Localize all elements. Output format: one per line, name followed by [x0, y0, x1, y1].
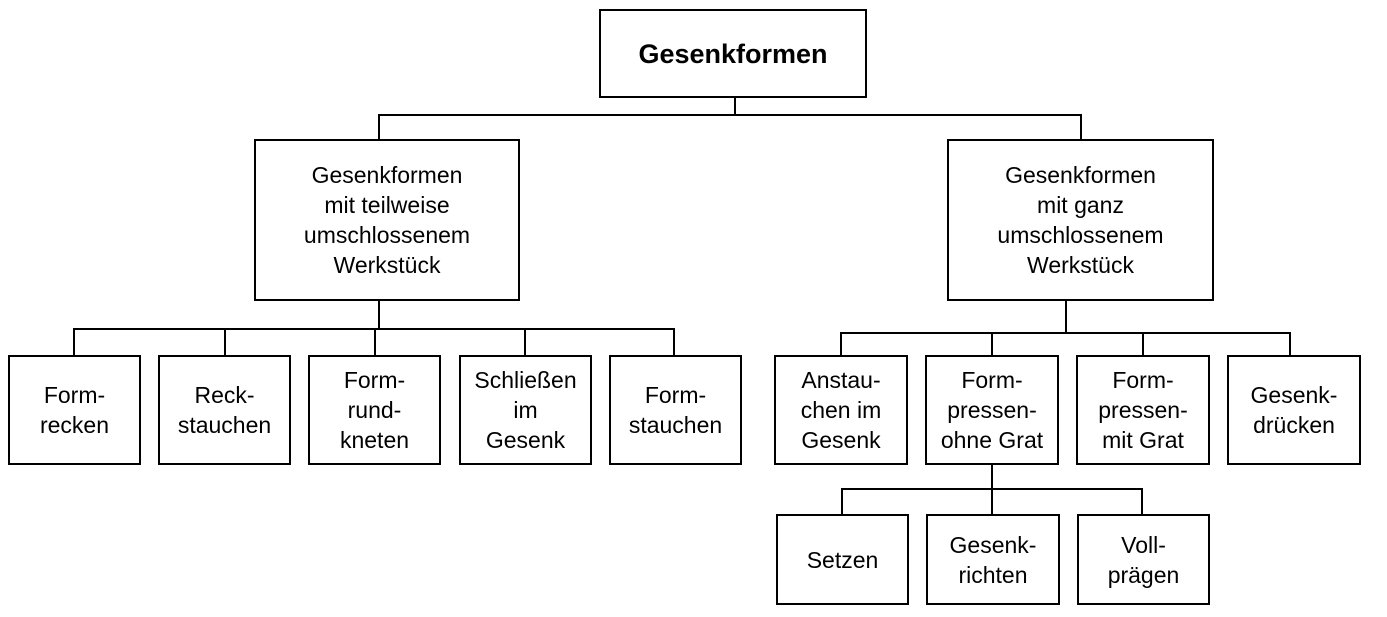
leaf-label: Anstau- chen im Gesenk	[800, 367, 882, 453]
connector	[1065, 300, 1067, 333]
connector	[1141, 488, 1143, 515]
leaf-node: Form- rund- kneten	[308, 355, 441, 465]
branch-node-fully-enclosed: Gesenkformen mit ganz umschlossenem Werk…	[947, 139, 1214, 301]
leaf-label: Gesenk- drücken	[1250, 382, 1338, 438]
connector	[991, 464, 993, 489]
leaf-node: Form- pressen- mit Grat	[1076, 355, 1210, 465]
leaf-node: Schließen im Gesenk	[459, 355, 592, 465]
branch-label: Gesenkformen mit teilweise umschlossenem…	[303, 162, 471, 278]
connector	[1080, 114, 1082, 140]
sub-leaf-node: Setzen	[776, 514, 909, 605]
connector	[840, 332, 842, 356]
connector	[73, 328, 75, 356]
connector	[374, 328, 376, 356]
connector	[378, 114, 380, 140]
connector	[378, 114, 1082, 116]
sub-leaf-node: Voll- prägen	[1077, 514, 1210, 605]
leaf-label: Gesenk- richten	[949, 531, 1037, 588]
connector	[224, 328, 226, 356]
connector	[524, 328, 526, 356]
root-node: Gesenkformen	[599, 9, 867, 98]
connector	[841, 488, 843, 515]
leaf-label: Form- rund- kneten	[339, 367, 410, 453]
sub-leaf-node: Gesenk- richten	[926, 514, 1060, 605]
leaf-label: Schließen im Gesenk	[474, 367, 577, 453]
leaf-label: Voll- prägen	[1107, 531, 1180, 588]
leaf-label: Form- pressen- ohne Grat	[940, 367, 1044, 453]
connector	[991, 332, 993, 356]
leaf-label: Form- stauchen	[628, 382, 723, 438]
connector	[673, 328, 675, 356]
leaf-node: Form- recken	[8, 355, 141, 465]
connector	[378, 300, 380, 329]
leaf-node: Reck- stauchen	[158, 355, 291, 465]
connector	[991, 488, 993, 515]
connector	[840, 332, 1291, 334]
leaf-label: Reck- stauchen	[177, 382, 272, 438]
leaf-node: Gesenk- drücken	[1227, 355, 1361, 465]
leaf-label: Form- pressen- mit Grat	[1098, 367, 1188, 453]
branch-node-partially-enclosed: Gesenkformen mit teilweise umschlossenem…	[254, 139, 520, 301]
root-label: Gesenkformen	[638, 38, 828, 69]
leaf-node: Form- pressen- ohne Grat	[925, 355, 1059, 465]
leaf-node: Anstau- chen im Gesenk	[774, 355, 908, 465]
connector	[1289, 332, 1291, 356]
leaf-node: Form- stauchen	[609, 355, 742, 465]
connector	[734, 97, 736, 115]
leaf-label: Form- recken	[39, 382, 110, 438]
connector	[1142, 332, 1144, 356]
branch-label: Gesenkformen mit ganz umschlossenem Werk…	[997, 162, 1164, 278]
leaf-label: Setzen	[806, 546, 879, 573]
